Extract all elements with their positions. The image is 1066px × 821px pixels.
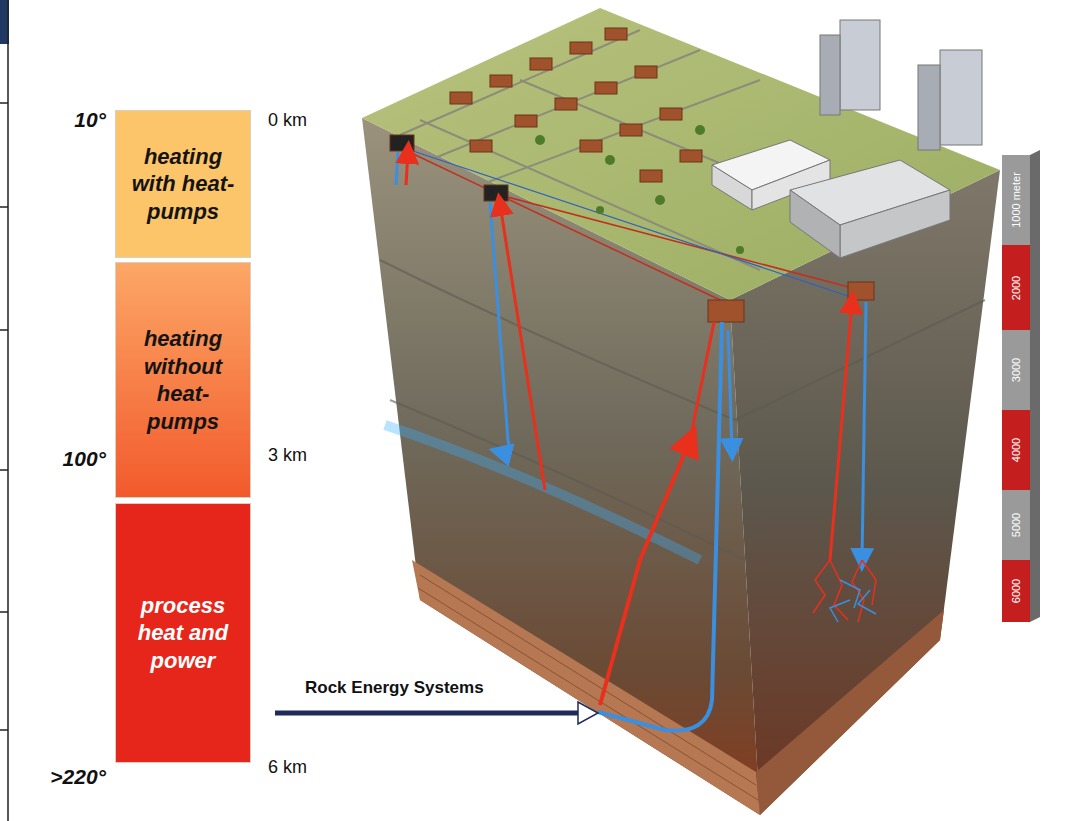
- art-circle: [736, 246, 744, 254]
- art-polygon: [756, 610, 944, 815]
- art-polygon: [362, 8, 1000, 300]
- art-g: [712, 20, 982, 258]
- band-label: heating with heat-pumps: [116, 143, 250, 226]
- temperature-label: >220°: [14, 765, 106, 789]
- band-label: heating without heat-pumps: [116, 325, 250, 435]
- art-circle: [605, 155, 615, 165]
- art-line: [0, 206, 8, 208]
- art-rect: [918, 65, 940, 150]
- art-g: [535, 125, 744, 254]
- art-circle: [695, 125, 705, 135]
- art-path: [385, 425, 700, 560]
- scale-label: 5000: [1010, 513, 1022, 537]
- art-rect: [1002, 490, 1030, 560]
- art-rect: [840, 20, 880, 110]
- scale-label: 2000: [1010, 276, 1022, 300]
- art-rect: [580, 140, 602, 152]
- art-g: [390, 28, 874, 322]
- art-rect: [390, 135, 414, 151]
- art-polygon: [840, 190, 950, 258]
- art-path: [406, 152, 408, 185]
- depth-label: 0 km: [268, 110, 307, 131]
- art-rect: [605, 28, 627, 40]
- art-rect: [1002, 330, 1030, 410]
- temperature-band: heating with heat-pumps: [115, 110, 251, 258]
- art-rect: [620, 124, 642, 136]
- art-circle: [596, 206, 604, 214]
- art-rect: [484, 185, 508, 201]
- art-rect: [680, 150, 702, 162]
- art-rect: [820, 35, 840, 115]
- art-path: [396, 152, 398, 185]
- art-polygon: [712, 165, 752, 210]
- art-rect: [1002, 245, 1030, 330]
- art-line: [0, 469, 8, 471]
- art-rect: [470, 140, 492, 152]
- art-path: [400, 30, 880, 270]
- temperature-label: 100°: [20, 447, 106, 471]
- scale-label: 3000: [1010, 358, 1022, 382]
- art-rect: [555, 98, 577, 110]
- art-rect: [515, 115, 537, 127]
- temperature-label: 10°: [20, 108, 106, 132]
- art-rect: [660, 108, 682, 120]
- art-path: [690, 322, 714, 440]
- art-polygon: [578, 702, 598, 724]
- art-path: [598, 322, 722, 731]
- art-path: [830, 580, 876, 622]
- depth-label: 6 km: [268, 757, 307, 778]
- art-path: [862, 302, 866, 560]
- art-rect: [490, 75, 512, 87]
- scale-label: 6000: [1010, 579, 1022, 603]
- art-polygon: [790, 190, 840, 258]
- art-rect: [595, 82, 617, 94]
- art-line: [275, 711, 580, 716]
- art-line: [0, 329, 8, 331]
- art-rect: [1002, 410, 1030, 490]
- art-rect: [1002, 155, 1030, 245]
- art-line: [0, 102, 8, 104]
- temperature-band: heating without heat-pumps: [115, 262, 251, 498]
- art-rect: [635, 66, 657, 78]
- art-path: [830, 302, 852, 560]
- temperature-band: process heat and power: [115, 503, 251, 763]
- art-rect: [848, 282, 874, 300]
- art-rect: [570, 42, 592, 54]
- art-line: [7, 0, 9, 821]
- art-path: [600, 440, 690, 705]
- art-path: [813, 560, 876, 622]
- art-rect: [940, 50, 982, 145]
- art-path: [380, 260, 985, 560]
- scale-label: 4000: [1010, 438, 1022, 462]
- art-path: [500, 204, 545, 490]
- callout-label: Rock Energy Systems: [305, 678, 484, 698]
- depth-label: 3 km: [268, 445, 307, 466]
- art-line: [0, 729, 8, 731]
- art-line: [0, 611, 8, 613]
- scale-label: 1000 meter: [1010, 172, 1022, 228]
- art-path: [728, 330, 732, 450]
- art-rect: [1002, 560, 1030, 622]
- art-rect: [708, 300, 744, 322]
- art-circle: [535, 135, 545, 145]
- band-label: process heat and power: [116, 592, 250, 675]
- art-rect: [450, 92, 472, 104]
- art-circle: [655, 195, 665, 205]
- art-rect: [640, 170, 662, 182]
- art-rect: [530, 58, 552, 70]
- art-polygon: [1030, 150, 1040, 622]
